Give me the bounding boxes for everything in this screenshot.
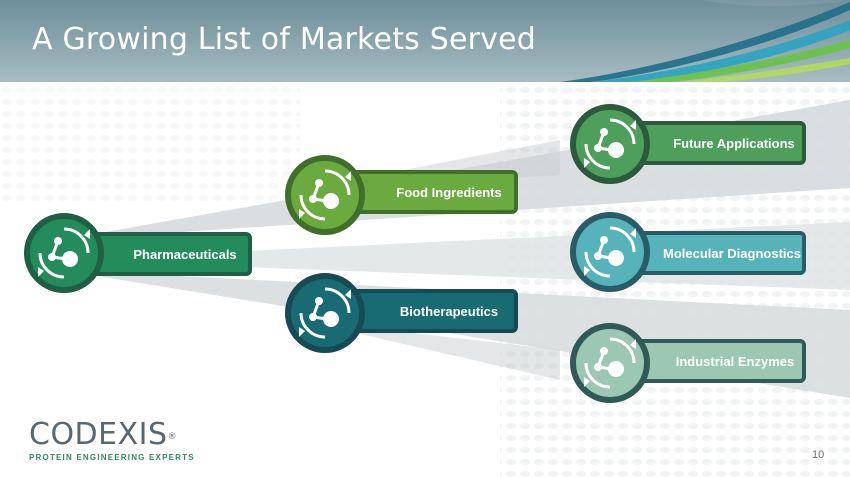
molecule-cycle-icon: [285, 155, 365, 235]
market-pill: Industrial Enzymes: [628, 339, 806, 383]
market-label: Future Applications: [673, 135, 795, 151]
page-number: 10: [812, 449, 825, 461]
slide-title: A Growing List of Markets Served: [32, 22, 537, 57]
molecule-cycle-icon: [570, 323, 650, 403]
market-pill: Pharmaceuticals: [80, 232, 252, 276]
molecule-cycle-icon: [24, 213, 104, 293]
market-label: Pharmaceuticals: [133, 246, 237, 262]
logo-tagline: PROTEIN ENGINEERING EXPERTS: [29, 453, 195, 462]
market-label: Industrial Enzymes: [675, 353, 795, 369]
market-pill: Future Applications: [628, 121, 806, 165]
market-label: Food Ingredients: [396, 184, 502, 200]
codexis-logo: CODEXIS® PROTEIN ENGINEERING EXPERTS: [29, 417, 195, 463]
molecule-cycle-icon: [285, 273, 365, 353]
market-pill: Biotherapeutics: [340, 289, 518, 333]
header-band: A Growing List of Markets Served: [0, 0, 850, 82]
logo-wordmark: CODEXIS®: [29, 417, 178, 452]
market-pill: Molecular Diagnostics: [628, 231, 806, 275]
market-label: Biotherapeutics: [399, 303, 499, 319]
molecule-cycle-icon: [570, 104, 650, 184]
market-label: Molecular Diagnostics: [663, 245, 801, 261]
header-swoosh: [560, 0, 850, 82]
market-pill: Food Ingredients: [340, 170, 518, 214]
molecule-cycle-icon: [570, 212, 650, 292]
